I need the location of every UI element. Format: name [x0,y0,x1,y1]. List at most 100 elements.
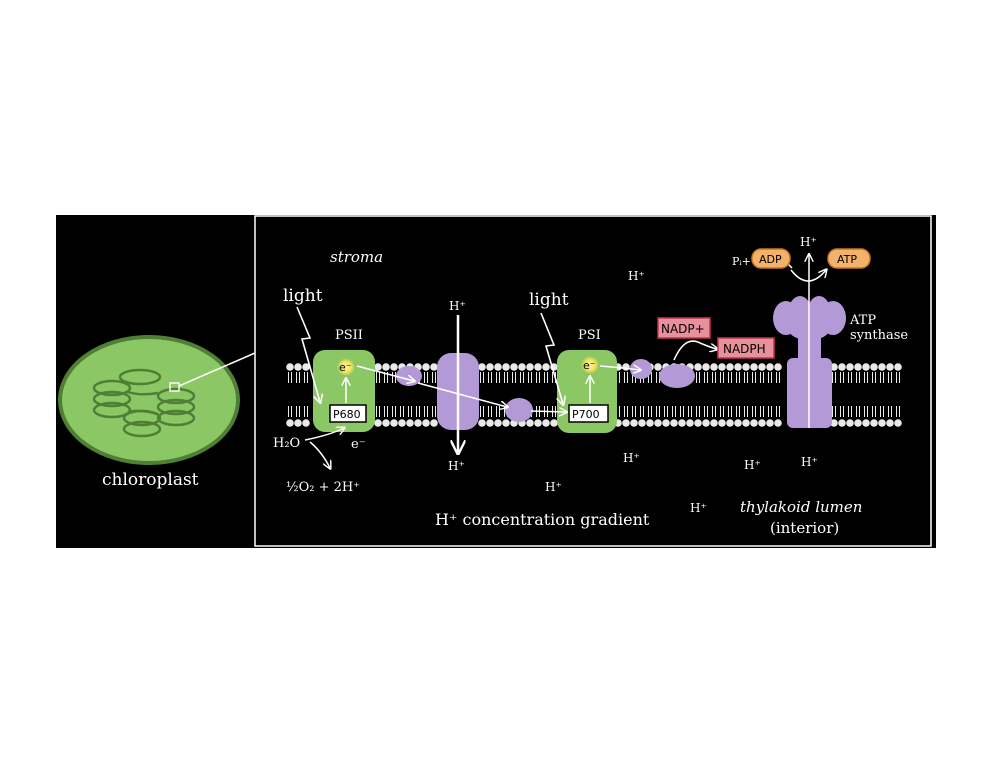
lipid-head [374,419,382,427]
arrow-icon [790,270,826,282]
electron-icon [337,358,355,376]
lipid-head [542,419,550,427]
lipid-head [382,419,390,427]
lipid-head [886,419,894,427]
light-right-label: light [529,290,569,310]
lipid-head [294,363,302,371]
lipid-head [286,419,294,427]
lipid-head [774,363,782,371]
thylakoid-label-line1: thylakoid lumen [740,498,862,516]
arrow-icon [417,382,507,407]
h-plus-label: H⁺ [545,480,562,494]
lipid-head [630,419,638,427]
lipid-head [726,363,734,371]
lipid-head [526,419,534,427]
lipid-head [702,363,710,371]
h-plus-label: H⁺ [800,235,817,249]
electron-icon [581,356,599,374]
lipid-head [854,419,862,427]
lipid-head [422,419,430,427]
lipid-head [838,419,846,427]
zoom-line [178,352,256,387]
lipid-head [542,363,550,371]
lipid-head [718,363,726,371]
atp-box [827,248,871,269]
water-products-label: ½O₂ + 2H⁺ [286,480,360,495]
nadph-label: NADPH [723,342,766,356]
lipid-head [430,363,438,371]
lipid-head [510,363,518,371]
chloroplast [58,335,240,465]
lipid-head [654,419,662,427]
lipid-head [766,419,774,427]
h-plus-label: H⁺ [628,269,645,283]
lipid-head [734,419,742,427]
lipid-head [430,419,438,427]
lipid-head [718,419,726,427]
lipid-head [294,419,302,427]
lipid-head [534,363,542,371]
plastocyanin [505,398,533,422]
zoom-frame [254,215,932,547]
lipid-head [422,363,430,371]
atp-synthase-label-line1: ATP [849,313,876,328]
gradient-label: H⁺ concentration gradient [435,510,650,529]
thylakoid-label-line2: (interior) [770,519,839,537]
lipid-head [486,363,494,371]
lipid-head [878,419,886,427]
h-plus-label: H⁺ [623,451,640,465]
lipid-head [534,419,542,427]
water-label: H₂O [273,436,300,451]
lipid-head [302,363,310,371]
lipid-head [694,363,702,371]
lipid-head [390,419,398,427]
lipid-head [678,419,686,427]
pi-label: Pᵢ+ [732,255,751,268]
lipid-head [374,363,382,371]
arrow-icon [673,340,717,361]
lipid-head [830,419,838,427]
adp-box [751,248,791,269]
lipid-head [846,363,854,371]
arrow-icon [304,428,344,441]
lipid-head [870,363,878,371]
h-plus-label: H⁺ [449,299,466,313]
lipid-head [862,363,870,371]
lipid-head [302,419,310,427]
lipid-head [750,419,758,427]
lipid-head [486,419,494,427]
h-plus-label: H⁺ [801,455,818,469]
lipid-head [878,363,886,371]
h-plus-label: H⁺ [744,458,761,472]
arrow-icon [530,411,566,412]
arrow-icon [599,366,640,370]
lipid-head [758,363,766,371]
lipid-head [478,363,486,371]
lipid-head [686,419,694,427]
lipid-head [622,363,630,371]
h-plus-label: H⁺ [448,459,465,473]
lipid-head [702,419,710,427]
electron-psi-label: e⁻ [583,359,596,372]
lipid-head [766,363,774,371]
lipid-head [646,419,654,427]
light-left-label: light [283,286,323,306]
lipid-head [286,363,294,371]
lipid-head [622,419,630,427]
lipid-head [870,419,878,427]
lipid-head [518,363,526,371]
lipid-head [654,363,662,371]
lipid-head [502,363,510,371]
lipid-head [710,419,718,427]
p700-label: P700 [572,408,600,421]
lipid-head [830,363,838,371]
p680-box [329,404,367,423]
nadph-box [717,337,775,359]
lipid-head [670,419,678,427]
lipid-head [742,419,750,427]
nadp-plus-label: NADP+ [661,322,705,336]
lipid-head [774,419,782,427]
psi-label: PSI [578,328,601,343]
stroma-label: stroma [330,248,383,266]
